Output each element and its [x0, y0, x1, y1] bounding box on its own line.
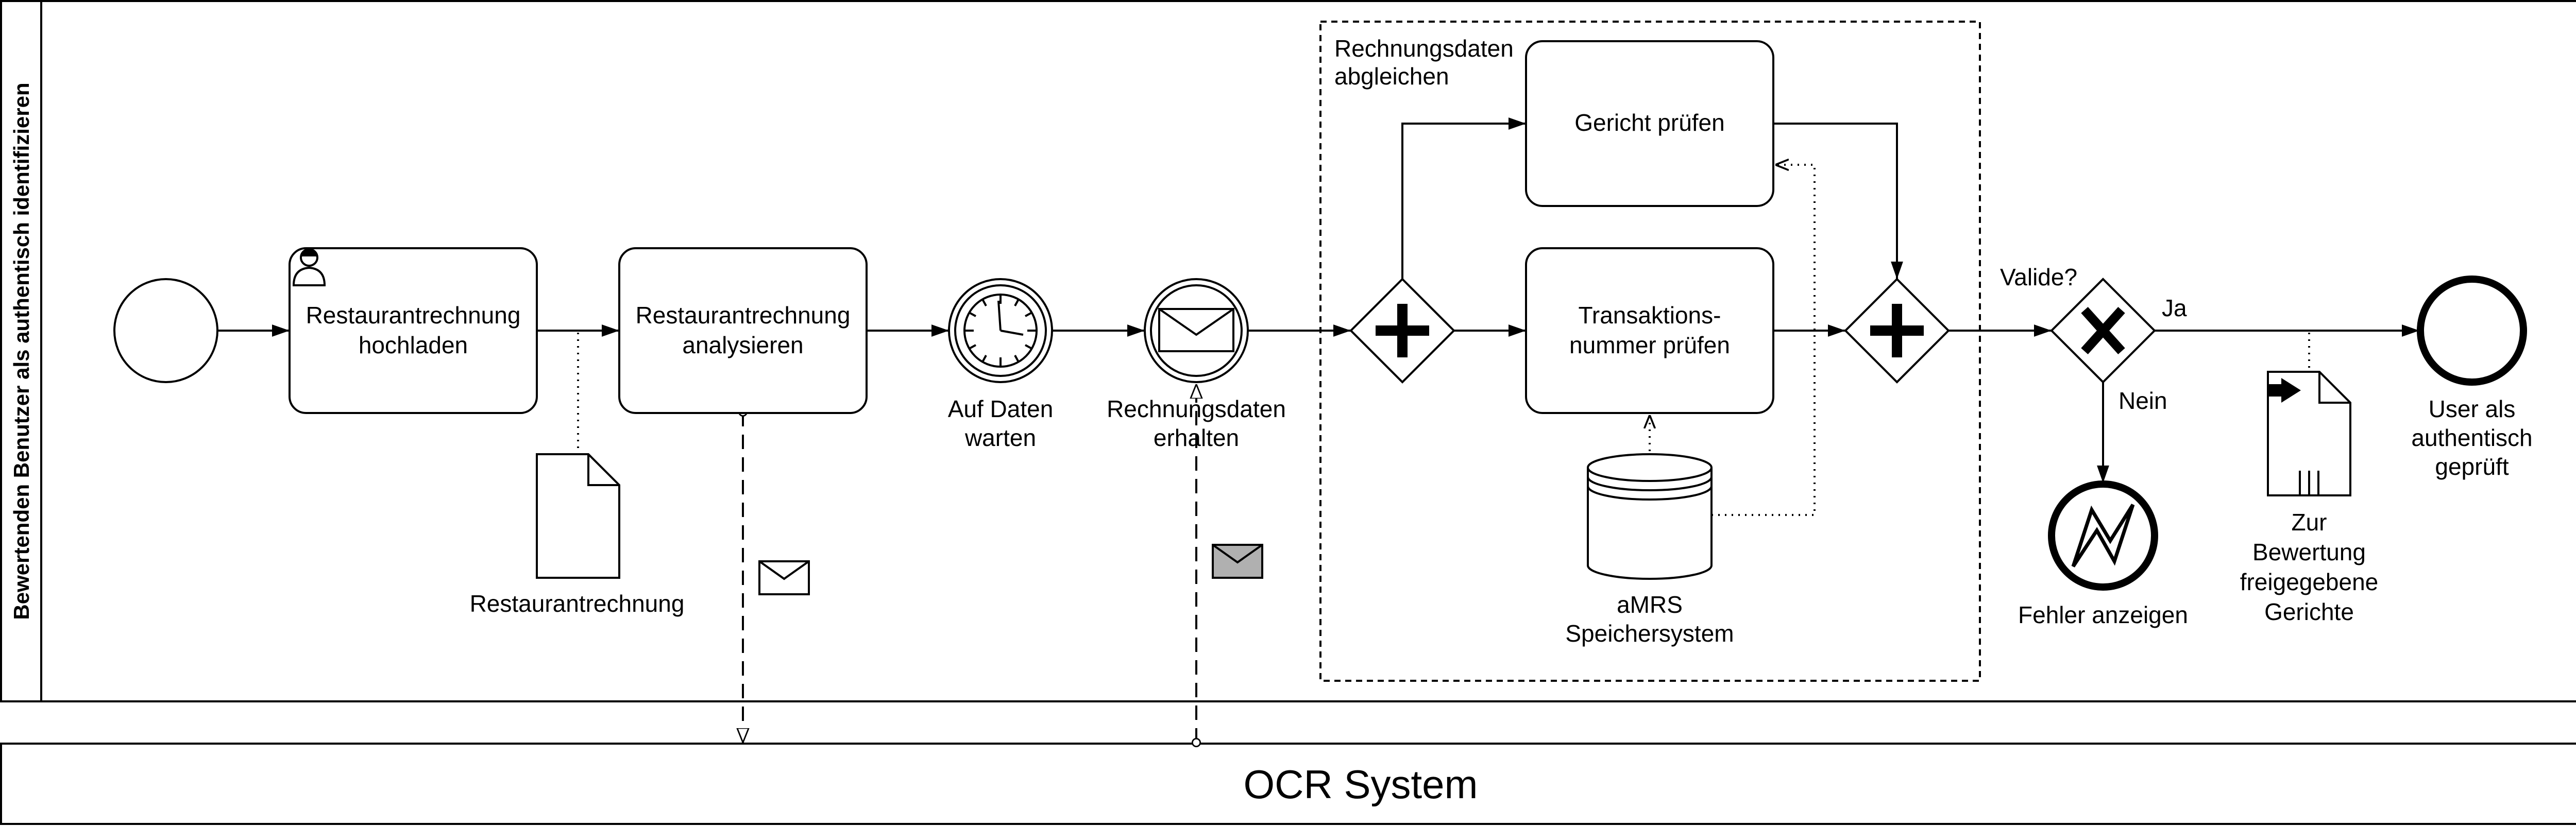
timer-event: Auf Daten warten: [948, 278, 1054, 451]
end-event-label-line3: geprüft: [2435, 453, 2509, 480]
sequence-flows: [218, 117, 2419, 483]
gateway-yes-label: Ja: [2162, 295, 2187, 321]
task-transaction-label-line2: nummer prüfen: [1569, 332, 1730, 358]
task-gericht-pruefen: Gericht prüfen: [1525, 40, 1774, 207]
envelope-filled-icon: [1212, 544, 1263, 579]
error-end-event: Fehler anzeigen: [2018, 480, 2188, 628]
user-task-icon: [292, 248, 326, 286]
gateway-no-label: Nein: [2119, 387, 2167, 414]
message-flows: [743, 384, 1196, 743]
flow-split-to-dish: [1401, 117, 1526, 279]
flow-dish-to-join: [1773, 123, 1903, 279]
task-restaurantrechnung-hochladen: Restaurantrechnung hochladen: [289, 247, 538, 414]
end-event: User als authentisch geprüft: [2411, 276, 2533, 480]
approved-label-line1: Zur: [2292, 509, 2327, 536]
exclusive-gateway-valide: Valide? Ja Nein: [2000, 264, 2187, 414]
plus-icon: [1376, 304, 1429, 357]
envelope-icon: [758, 560, 810, 595]
ocr-pool-title: OCR System: [1243, 762, 1478, 807]
message-catch-event: Rechnungsdaten erhalten: [1107, 278, 1286, 451]
clock-icon: [963, 294, 1038, 368]
lightning-icon: [2071, 504, 2135, 567]
task-upload-label-line2: hochladen: [359, 332, 468, 358]
data-store-label-line2: Speichersystem: [1565, 620, 1734, 647]
data-object-freigegebene-gerichte: Zur Bewertung freigegebene Gerichte: [2240, 371, 2379, 625]
subprocess-label-line2: abgleichen: [1334, 63, 1449, 90]
data-store-label-line1: aMRS: [1617, 591, 1683, 618]
ocr-pool: OCR System: [0, 743, 2576, 825]
envelope-icon: [1158, 308, 1234, 352]
parallel-gateway-split: [1349, 278, 1455, 384]
task-restaurantrechnung-analysieren: Restaurantrechnung analysieren: [618, 247, 868, 414]
lane-title: Bewertenden Benutzer als authentisch ide…: [9, 82, 33, 620]
task-upload-label-line1: Restaurantrechnung: [306, 302, 521, 329]
input-arrow-icon: [2268, 378, 2301, 403]
approved-label-line2: Bewertung: [2252, 539, 2366, 565]
end-event-label-line2: authentisch: [2411, 424, 2532, 451]
task-analyze-label-line2: analysieren: [682, 332, 803, 358]
task-transaktionsnummer-pruefen: Transaktions- nummer prüfen: [1525, 247, 1774, 414]
message-event-label-line1: Rechnungsdaten: [1107, 395, 1286, 422]
plus-icon: [1870, 304, 1924, 357]
task-transaction-label-line1: Transaktions-: [1579, 302, 1721, 329]
data-object-restaurantrechnung: Restaurantrechnung: [470, 453, 685, 617]
data-object-invoice-label: Restaurantrechnung: [470, 590, 685, 617]
start-event: [113, 278, 218, 383]
data-store-amrs: aMRS Speichersystem: [1565, 453, 1734, 647]
message-event-label-line2: erhalten: [1154, 424, 1239, 451]
x-icon: [2081, 306, 2125, 355]
task-analyze-label-line1: Restaurantrechnung: [636, 302, 851, 329]
timer-event-label-line2: warten: [964, 424, 1036, 451]
approved-label-line3: freigegebene: [2240, 569, 2379, 595]
approved-label-line4: Gerichte: [2264, 598, 2354, 625]
error-event-label: Fehler anzeigen: [2018, 601, 2188, 628]
collection-marker-icon: [2299, 471, 2319, 494]
task-dish-label: Gericht prüfen: [1574, 109, 1724, 136]
subprocess-rechnungsdaten-abgleichen: Rechnungsdaten abgleichen: [1319, 21, 1981, 682]
parallel-gateway-join: [1844, 278, 1950, 384]
gateway-question-label: Valide?: [2000, 264, 2077, 290]
timer-event-label-line1: Auf Daten: [948, 395, 1054, 422]
end-event-label-line1: User als: [2429, 395, 2516, 422]
subprocess-label-line1: Rechnungsdaten: [1334, 35, 1514, 62]
